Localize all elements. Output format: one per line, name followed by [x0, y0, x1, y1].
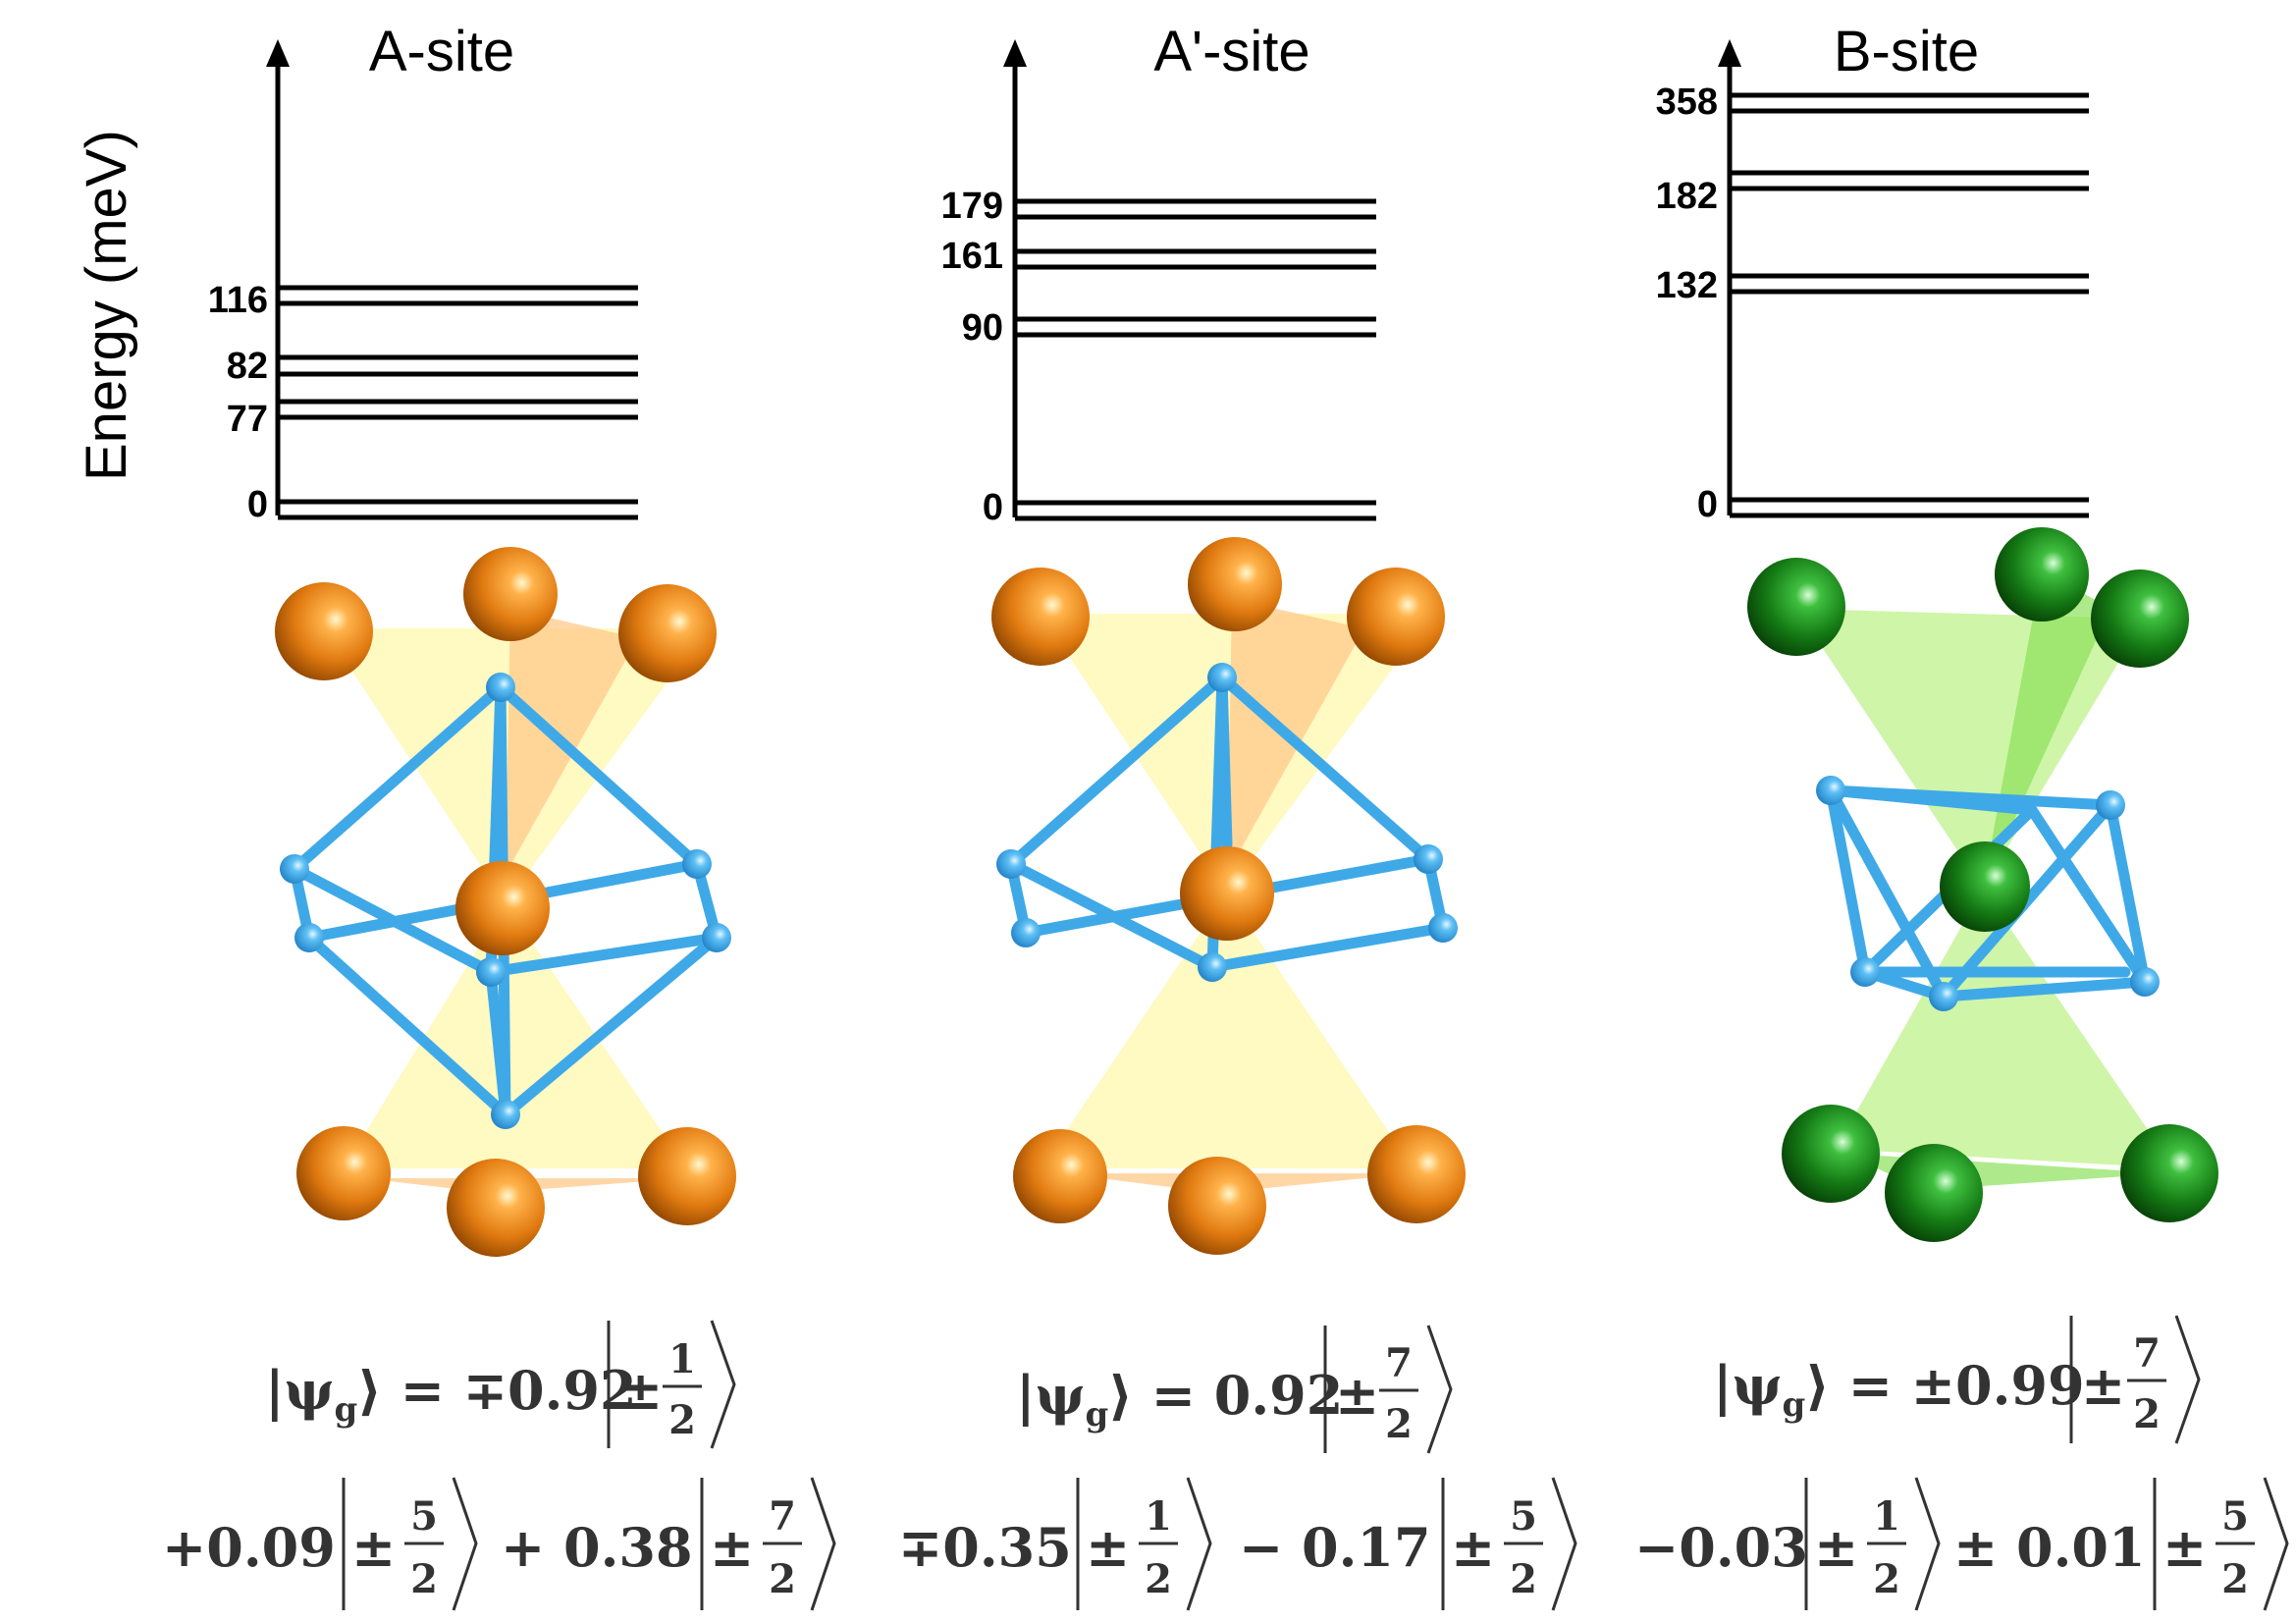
svg-text:2: 2: [2133, 1391, 2161, 1437]
svg-text:+ 0.38: + 0.38: [501, 1516, 693, 1579]
ligand-atom: [618, 584, 717, 682]
level-label: 116: [208, 280, 268, 321]
energy-levels: [1730, 92, 2089, 518]
wavefunction-a-line2: +0.09 ± 5 2 + 0.38 ± 7 2: [162, 1477, 836, 1611]
ligand-atom: [1367, 1125, 1466, 1223]
wavefunction-line1: |ψg⟩ = ±0.99 ± 7 2: [1713, 1315, 2201, 1444]
wavefunction-b-line2: −0.03 ± 1 2 ± 0.01 ± 5 2: [1634, 1477, 2289, 1611]
level-label: 0: [247, 484, 268, 525]
svg-text:2: 2: [1385, 1401, 1413, 1447]
ligand-atom: [1995, 527, 2089, 622]
oxygen-atoms: [280, 673, 731, 1129]
svg-text:−0.03: −0.03: [1634, 1516, 1808, 1579]
rare-earth-atom: [455, 861, 550, 955]
svg-text:2: 2: [1145, 1556, 1172, 1602]
svg-text:±: ±: [710, 1516, 754, 1579]
svg-text:±: ±: [351, 1516, 396, 1579]
level-label: 161: [941, 236, 1003, 277]
svg-text:±: ±: [1451, 1516, 1495, 1579]
ligand-atom: [1013, 1129, 1107, 1223]
ligand-atom: [1347, 568, 1445, 666]
svg-text:5: 5: [2221, 1493, 2249, 1540]
wavefunction-line1: |ψg⟩ = 0.92 ± 7 2: [1016, 1325, 1453, 1454]
svg-text:7: 7: [2133, 1330, 2161, 1377]
svg-text:2: 2: [2221, 1556, 2249, 1602]
panel-a-prime-site: A'-site 179 161 90 0: [941, 20, 1466, 1454]
svg-text:1: 1: [1873, 1493, 1900, 1540]
svg-text:±: ±: [1814, 1516, 1858, 1579]
svg-text:∓0.35: ∓0.35: [898, 1516, 1072, 1579]
level-label: 132: [1656, 265, 1718, 306]
ligand-atom: [1885, 1144, 1983, 1242]
level-label: 90: [962, 307, 1003, 349]
svg-text:2: 2: [1873, 1556, 1900, 1602]
ligand-atom: [2091, 569, 2189, 668]
ligand-atom: [447, 1159, 545, 1257]
level-label: 179: [941, 186, 1003, 227]
svg-text:7: 7: [1385, 1340, 1413, 1386]
axis-arrow: [266, 39, 290, 67]
coordination-structure: [275, 547, 736, 1257]
svg-text:7: 7: [769, 1493, 796, 1540]
svg-text:± 0.01: ± 0.01: [1953, 1516, 2146, 1579]
ligand-atom: [638, 1127, 736, 1225]
svg-text:±: ±: [1086, 1516, 1130, 1579]
svg-text:±: ±: [618, 1359, 663, 1422]
coordination-structure: [1747, 527, 2218, 1242]
energy-levels: [278, 285, 638, 520]
wavefunction-a-prime-line2: ∓0.35 ± 1 2 − 0.17 ± 5 2: [898, 1477, 1577, 1611]
svg-text:2: 2: [769, 1556, 796, 1602]
svg-text:±: ±: [2081, 1354, 2125, 1417]
ligand-atom: [1747, 558, 1845, 656]
ligand-atom: [1168, 1157, 1266, 1255]
panel-b-site: B-site 358 182 132 0: [1656, 20, 2218, 1444]
svg-text:− 0.17: − 0.17: [1239, 1516, 1431, 1579]
axis-arrow: [1003, 39, 1027, 67]
ligand-atom: [463, 547, 558, 641]
ligand-atom: [296, 1126, 391, 1220]
level-label: 82: [227, 346, 268, 387]
wavefunction-line2-row: +0.09 ± 5 2 + 0.38 ± 7 2 ∓0.35 ± 1 2 − 0…: [162, 1477, 2289, 1611]
svg-text:1: 1: [1145, 1493, 1172, 1540]
rare-earth-atom: [1940, 841, 2030, 932]
coordination-structure: [991, 537, 1466, 1255]
svg-text:5: 5: [1510, 1493, 1537, 1540]
ligand-atom: [2120, 1124, 2218, 1222]
panel-title: B-site: [1834, 20, 1979, 83]
panel-a-site: A-site 116 82 77 0: [208, 20, 736, 1449]
svg-text:2: 2: [1510, 1556, 1537, 1602]
svg-text:|ψg⟩ = ∓0.92: |ψg⟩ = ∓0.92: [265, 1359, 637, 1430]
svg-text:|ψg⟩ = ±0.99: |ψg⟩ = ±0.99: [1713, 1354, 2085, 1425]
ligand-atom: [991, 568, 1090, 666]
ligand-atom: [1188, 537, 1282, 631]
svg-text:1: 1: [668, 1336, 696, 1382]
rare-earth-atom: [1180, 846, 1274, 941]
y-axis-label: Energy (meV): [75, 130, 138, 481]
level-label: 358: [1656, 81, 1718, 123]
level-label: 0: [1697, 484, 1718, 525]
svg-text:±: ±: [1335, 1364, 1379, 1427]
svg-text:+0.09: +0.09: [162, 1516, 336, 1579]
ligand-atom: [1782, 1105, 1880, 1203]
level-label: 0: [983, 487, 1003, 528]
svg-text:5: 5: [410, 1493, 438, 1540]
energy-levels: [1015, 198, 1376, 521]
svg-text:2: 2: [410, 1556, 438, 1602]
level-label: 182: [1656, 176, 1718, 217]
panel-title: A-site: [369, 20, 514, 83]
wavefunction-line1: |ψg⟩ = ∓0.92 ± 1 2: [265, 1320, 736, 1449]
axis-arrow: [1718, 39, 1741, 67]
svg-text:±: ±: [2163, 1516, 2207, 1579]
svg-text:2: 2: [668, 1397, 696, 1443]
panel-title: A'-site: [1153, 20, 1309, 83]
ligand-atom: [275, 582, 373, 680]
svg-text:|ψg⟩ = 0.92: |ψg⟩ = 0.92: [1016, 1364, 1343, 1434]
level-label: 77: [227, 399, 268, 440]
oxygen-atoms: [996, 663, 1458, 982]
oxygen-atoms: [1816, 776, 2160, 1011]
